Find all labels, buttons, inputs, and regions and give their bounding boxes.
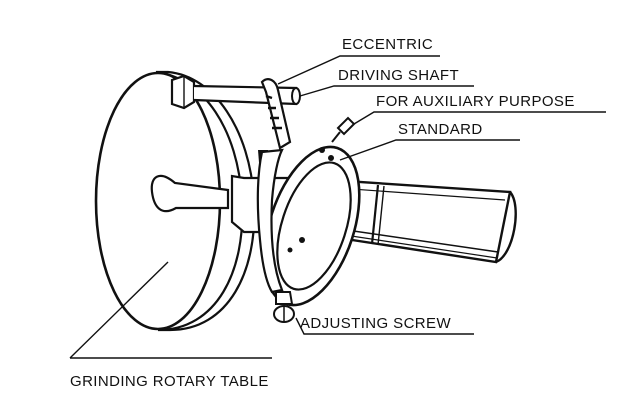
label-standard: STANDARD: [398, 121, 483, 138]
label-eccentric: ECCENTRIC: [342, 36, 433, 53]
label-auxiliary-purpose: FOR AUXILIARY PURPOSE: [376, 93, 575, 110]
label-grinding-rotary-table: GRINDING ROTARY TABLE: [70, 373, 269, 390]
label-driving-shaft: DRIVING SHAFT: [338, 67, 459, 84]
grinding-rotary-table: [94, 70, 256, 332]
leader-lines: [69, 55, 606, 359]
driving-shaft: [170, 74, 301, 110]
label-adjusting-screw: ADJUSTING SCREW: [300, 315, 451, 332]
standard-ring: [256, 116, 361, 323]
